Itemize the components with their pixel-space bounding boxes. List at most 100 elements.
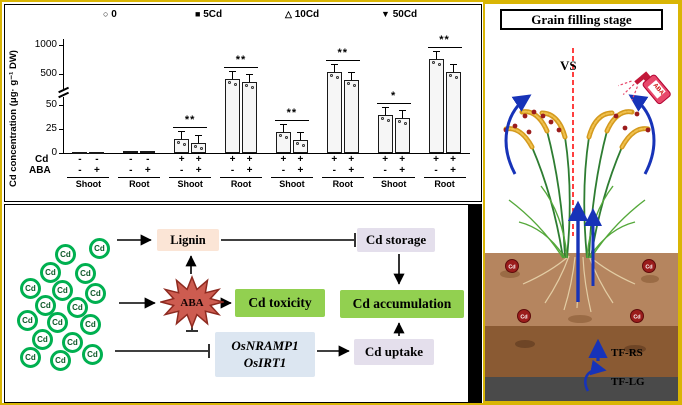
legend-item: ▼ 50Cd [381, 9, 417, 20]
bar [377, 114, 393, 153]
soil-cd-label: Cd [520, 315, 527, 321]
data-point [352, 83, 356, 87]
chart-legend: ○ 0■ 5Cd△ 10Cd▼ 50Cd [5, 5, 481, 201]
tf-lg-legend-label: TF-LG [611, 376, 645, 388]
cd-sign: + [382, 154, 389, 165]
tf-legend: TF-RS TF-LG [584, 338, 645, 392]
soil-cd-label: Cd [645, 265, 652, 271]
tissue-label: Shoot [67, 177, 110, 189]
y-tick-label: 500 [40, 68, 57, 79]
soil-cd-label: Cd [508, 265, 515, 271]
soil-layers [485, 253, 678, 401]
error-bar-cap [330, 64, 338, 66]
node-cd-storage-label: Cd storage [365, 232, 427, 247]
node-cd-toxicity: Cd toxicity [235, 289, 325, 317]
aba-sign: - [180, 165, 184, 176]
tissue-label: Root [220, 177, 263, 189]
rice-leaves [508, 185, 646, 259]
cd-ion: Cd [75, 263, 96, 284]
data-point [301, 143, 305, 147]
cd-sign: + [280, 154, 287, 165]
error-bar-cap [178, 130, 186, 132]
aba-sign: - [230, 165, 235, 176]
tissue-label: Shoot [270, 177, 313, 189]
legend-marker-icon: ■ [195, 9, 201, 19]
gene-name-osirt1: OsIRT1 [243, 354, 287, 370]
soil-cd-particles: Cd Cd Cd Cd [505, 259, 656, 323]
bar [140, 151, 156, 154]
error-bar-stem [401, 111, 403, 119]
data-point [228, 80, 232, 84]
cd-ion: Cd [50, 350, 71, 371]
cd-sign: + [331, 154, 338, 165]
node-cd-uptake: Cd uptake [354, 339, 434, 365]
data-point [245, 83, 249, 87]
aba-sign: + [94, 165, 100, 176]
aba-sign: + [246, 165, 253, 176]
data-point [194, 145, 198, 149]
cd-sign: + [195, 154, 202, 165]
cd-ion: Cd [67, 297, 88, 318]
node-osnramp1-osirt1: OsNRAMP1 OsIRT1 [215, 332, 315, 377]
aba-sign: - [281, 165, 286, 176]
bar [428, 58, 444, 153]
bar [326, 72, 342, 153]
cd-ion: Cd [17, 310, 38, 331]
error-bar-cap [347, 71, 355, 73]
cd-sign: + [433, 154, 439, 165]
cd-ion: Cd [35, 295, 56, 316]
error-bar-stem [452, 64, 454, 72]
significance-line [274, 119, 309, 121]
tf-rs-arrows [567, 200, 602, 302]
legend-marker-icon: △ [285, 9, 292, 19]
cd-ion: Cd [89, 238, 110, 259]
bar [191, 143, 207, 153]
tissue-label: Shoot [372, 177, 415, 189]
y-tick-label: 25 [45, 123, 57, 134]
aba-sign: + [195, 165, 202, 176]
data-point [278, 133, 282, 137]
error-bar-stem [384, 107, 386, 115]
significance-label: ** [286, 106, 298, 119]
significance-label: ** [184, 113, 196, 126]
node-lignin-label: Lignin [170, 232, 206, 247]
aba-sign: + [297, 165, 304, 176]
aba-row-label: ABA [29, 165, 51, 176]
node-cd-uptake-label: Cd uptake [364, 344, 424, 359]
data-point [403, 122, 407, 126]
data-point [295, 141, 299, 145]
data-point [380, 116, 384, 120]
cd-ion: Cd [40, 262, 61, 283]
error-bar-stem [232, 71, 234, 79]
cd-sign: - [78, 154, 82, 165]
legend-label: 0 [108, 9, 117, 20]
cd-ion: Cd [85, 283, 106, 304]
data-point [454, 75, 458, 79]
significance-line [173, 126, 208, 128]
aba-sign: - [78, 165, 82, 176]
data-point [234, 82, 238, 86]
cd-ion: Cd [52, 280, 73, 301]
bar [394, 118, 410, 153]
node-lignin: Lignin [157, 229, 219, 251]
y-tick [59, 105, 63, 106]
bar [72, 152, 88, 155]
error-bar-cap [195, 135, 203, 137]
significance-line [224, 66, 259, 68]
legend-marker-icon: ▼ [381, 9, 390, 19]
cd-sign: + [399, 154, 406, 165]
error-bar-cap [279, 123, 287, 125]
grain-filling-illustration: ABA Cd Cd Cd Cd VS TF-RS TF-LG [485, 48, 678, 401]
cd-ion: Cd [20, 278, 41, 299]
panel-title: Grain filling stage [500, 9, 663, 30]
bar [123, 150, 139, 153]
error-bar-stem [435, 51, 437, 59]
y-tick [59, 45, 63, 46]
soil-cd-label: Cd [633, 315, 640, 321]
y-tick [59, 153, 63, 154]
error-bar-stem [249, 74, 251, 82]
data-point [177, 140, 181, 144]
cd-ion: Cd [82, 344, 103, 365]
